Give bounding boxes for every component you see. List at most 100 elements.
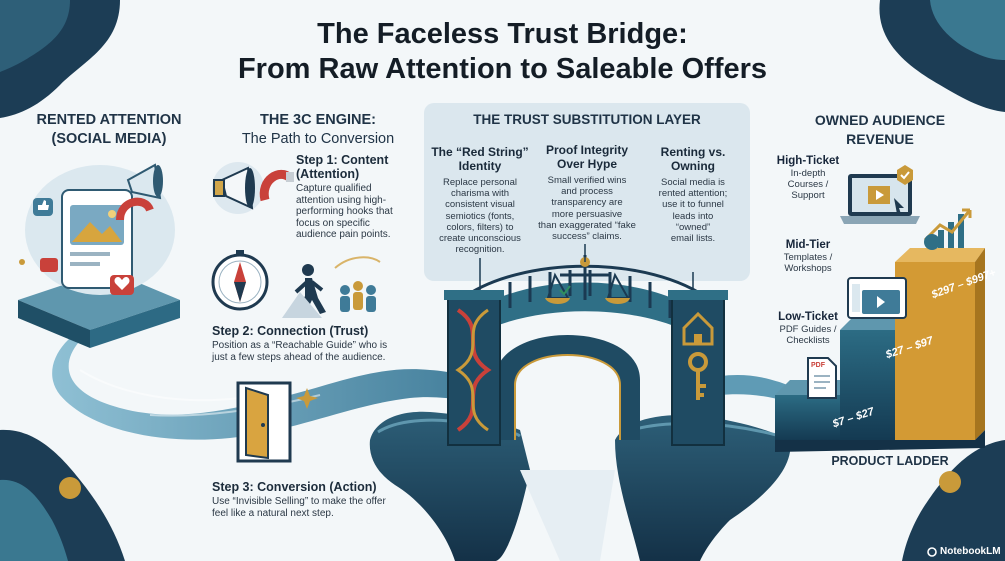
- pillar-1-text: semiotics (fonts,: [445, 210, 515, 222]
- product-ladder-stairs: [775, 248, 985, 452]
- step-1-text: audience pain points.: [296, 229, 391, 240]
- chart-icon: [923, 208, 972, 250]
- pillar-2-text: transparency are: [551, 197, 623, 209]
- step-1-title: Step 1: Content: [296, 153, 389, 167]
- pillar-3-title: Renting vs.: [660, 145, 726, 159]
- step-3-title: Step 3: Conversion (Action): [212, 480, 377, 494]
- video-window-icon: [847, 277, 907, 319]
- pillar-3-text: email lists.: [670, 233, 716, 245]
- laptop-icon: [840, 174, 920, 224]
- tier-2-name: Mid-Tier: [785, 239, 831, 251]
- pillar-3-text: “owned”: [675, 221, 711, 233]
- step-3: Step 3: Conversion (Action) Use “Invisib…: [212, 480, 422, 519]
- pillar-2-subtitle: Over Hype: [556, 157, 618, 171]
- key-icon: [688, 352, 708, 400]
- pillar-red-string: The “Red String” Identity Replace person…: [426, 145, 534, 255]
- phone-icon: [61, 189, 133, 289]
- notebooklm-logo-icon: [927, 546, 937, 557]
- walking-person-icon: [282, 264, 326, 318]
- document-icon: [807, 357, 837, 399]
- step-3-text: Use “Invisible Selling” to make the offe…: [212, 496, 386, 507]
- tier-2-text: Workshops: [784, 263, 832, 274]
- rented-attention-heading: RENTED ATTENTION (SOCIAL MEDIA): [14, 111, 204, 149]
- social-megaphone-icon: [126, 163, 163, 200]
- engine-heading: THE 3C ENGINE: The Path to Conversion: [218, 111, 418, 149]
- corner-decoration-top-left: [0, 0, 120, 118]
- left-pillar: [444, 290, 504, 446]
- step-2-title: Step 2: Connection (Trust): [212, 324, 369, 338]
- rented-attention-line1: RENTED ATTENTION: [36, 112, 182, 128]
- tier-1-text: Courses /: [787, 179, 829, 190]
- pillar-1-text: recognition.: [455, 244, 505, 256]
- house-icon: [682, 311, 714, 346]
- gold-dot: [59, 477, 81, 499]
- pillar-1-title: The “Red String”: [431, 145, 529, 159]
- pillar-1-text: Replace personal: [443, 177, 517, 188]
- pdf-label: PDF: [811, 362, 825, 369]
- like-icon: [33, 198, 53, 216]
- tier-3-name: Low-Ticket: [778, 311, 838, 323]
- main-title-line2: From Raw Attention to Saleable Offers: [237, 53, 768, 85]
- pillar-3-text: Social media is: [661, 177, 725, 188]
- trust-layer-panel: [424, 103, 750, 281]
- pillar-2-text: and process: [561, 186, 613, 198]
- trust-layer-heading: THE TRUST SUBSTITUTION LAYER: [473, 112, 701, 127]
- pillar-2-text: success” claims.: [552, 231, 622, 243]
- social-magnet-icon: [116, 197, 154, 221]
- pillar-1-text: create unconscious: [439, 233, 521, 245]
- step-2-text: just a few steps ahead of the audience.: [212, 351, 386, 363]
- main-title-line1: The Faceless Trust Bridge:: [317, 18, 688, 50]
- tier-1-text: In-depth: [790, 168, 826, 179]
- pillar-3-text: leads into: [672, 210, 714, 222]
- magnet-icon: [259, 169, 294, 202]
- pillar-1-text: charisma with: [450, 188, 510, 200]
- step-1-text: attention using high-: [296, 194, 387, 206]
- tier-low-ticket: Low-Ticket PDF Guides / Checklists: [768, 310, 848, 346]
- step-1: Step 1: Content (Attention) Capture qual…: [296, 153, 426, 241]
- step-2-text: Position as a “Reachable Guide” who is: [212, 340, 388, 351]
- cliffs: [369, 411, 791, 561]
- step-1-text: Capture qualified: [296, 183, 372, 194]
- pillar-1-text: consistent visual: [445, 199, 515, 211]
- pillar-2-text: Small verified wins: [547, 175, 627, 186]
- tier-3-text: PDF Guides /: [779, 324, 837, 335]
- step-3-text: feel like a natural next step.: [212, 507, 334, 519]
- tier-1-name: High-Ticket: [776, 155, 840, 167]
- step-1-text: performing hooks that: [296, 206, 393, 217]
- tier-high-ticket: High-Ticket In-depth Courses / Support: [770, 154, 846, 201]
- door-icon: [236, 381, 292, 463]
- corner-decoration-bottom-right: [902, 440, 1005, 561]
- owned-audience-line1: OWNED AUDIENCE: [814, 112, 946, 128]
- tier-mid: Mid-Tier Templates / Workshops: [770, 238, 846, 274]
- gold-dot: [939, 471, 961, 493]
- pillar-renting-owning: Renting vs. Owning Social media is rente…: [640, 145, 746, 244]
- brand-badge: NotebookLM: [927, 546, 1001, 557]
- pillar-1-subtitle: Identity: [458, 159, 502, 173]
- megaphone-icon: [212, 162, 264, 214]
- corner-decoration-top-right: [879, 0, 1005, 112]
- tier-3-text: Checklists: [786, 335, 830, 346]
- pillar-3-text: use it to funnel: [662, 199, 724, 211]
- tier-1-text: Support: [791, 190, 825, 201]
- engine-heading-line2: The Path to Conversion: [241, 131, 395, 147]
- pillar-proof-integrity: Proof Integrity Over Hype Small verified…: [528, 143, 646, 242]
- pillar-3-subtitle: Owning: [671, 159, 715, 173]
- owned-audience-heading: OWNED AUDIENCE REVENUE: [780, 111, 980, 149]
- brand-name: NotebookLM: [940, 546, 1001, 557]
- engine-heading-line1: THE 3C ENGINE:: [259, 112, 376, 128]
- pillar-2-text: than exaggerated “fake: [538, 219, 636, 231]
- pillar-1-text: colors, filters) to: [446, 221, 514, 233]
- rented-attention-line2: (SOCIAL MEDIA): [51, 131, 167, 147]
- tier-2-text: Templates /: [783, 252, 833, 263]
- step-1-subtitle: (Attention): [296, 167, 360, 181]
- chat-bubble-icon: [40, 258, 58, 272]
- badge-icon: [897, 165, 913, 185]
- heart-icon: [110, 275, 134, 295]
- pillar-2-text: more persuasive: [551, 208, 623, 220]
- product-ladder-label: PRODUCT LADDER: [831, 454, 949, 468]
- pillar-2-title: Proof Integrity: [545, 143, 628, 157]
- pillar-3-text: rented attention;: [658, 188, 728, 200]
- compass-icon: [211, 250, 269, 311]
- step-1-text: focus on specific: [296, 217, 370, 229]
